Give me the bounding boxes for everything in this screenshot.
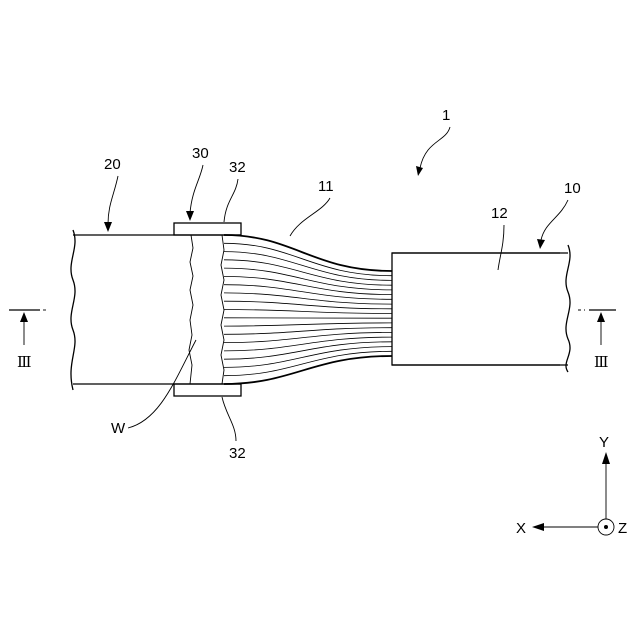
section-label-left: Ⅲ (17, 355, 31, 371)
section-label-right: Ⅲ (594, 355, 608, 371)
core-wire (224, 337, 392, 351)
leader-line-30 (190, 165, 203, 213)
arrow-down-icon (104, 222, 112, 232)
arrow-down-icon (186, 211, 194, 221)
core-wire (224, 301, 392, 309)
core-wire (224, 252, 392, 281)
member-20 (71, 230, 174, 390)
core-wire (224, 243, 392, 275)
ref-label-12: 12 (491, 205, 508, 222)
arrow-down-icon (416, 166, 423, 176)
ref-label-32-top: 32 (229, 159, 246, 176)
member-20-break-line (71, 230, 75, 390)
leader-line-11 (290, 198, 330, 236)
section-mark-right: Ⅲ (578, 310, 616, 371)
ref-label-1: 1 (442, 107, 450, 124)
core-wire-outer (224, 356, 392, 384)
core-wire (224, 328, 392, 335)
ref-label-20: 20 (104, 156, 121, 173)
arrow-up-icon (597, 312, 605, 322)
leader-line-10 (541, 200, 568, 240)
core-wires-11 (224, 235, 392, 384)
weld-boundary-left (189, 235, 193, 384)
section-mark-left: Ⅲ (9, 310, 49, 371)
cable-10 (392, 244, 580, 374)
arrow-up-icon (602, 452, 610, 464)
core-wire (224, 285, 392, 300)
coordinate-axes: Y X Z (516, 434, 627, 537)
ref-label-10: 10 (564, 180, 581, 197)
leader-line-32-top (224, 179, 238, 222)
holder-plate-bottom (174, 384, 241, 396)
axis-label-z: Z (618, 520, 627, 537)
ref-label-11: 11 (318, 178, 334, 195)
core-wire (224, 260, 392, 285)
holder-plate-top (174, 223, 241, 235)
core-wire (224, 310, 392, 314)
ref-label-w: W (111, 420, 126, 437)
leader-line-12 (498, 225, 504, 270)
arrow-left-icon (532, 523, 544, 531)
reference-labels: 1 20 30 32 11 12 10 W 32 (104, 107, 581, 462)
core-wire (224, 323, 392, 326)
axis-label-y: Y (599, 434, 609, 451)
ref-label-32-bottom: 32 (229, 445, 246, 462)
arrow-up-icon (20, 312, 28, 322)
leader-line-1 (420, 127, 450, 168)
weld-boundary-right (221, 235, 224, 384)
z-axis-dot (604, 525, 608, 529)
axis-label-x: X (516, 520, 526, 537)
arrow-down-icon (537, 239, 545, 249)
core-wire (224, 351, 392, 375)
leader-line-32-bottom (222, 397, 236, 441)
sheath-12 (392, 253, 568, 365)
leader-line-20 (108, 176, 118, 224)
ref-label-30: 30 (192, 145, 209, 162)
